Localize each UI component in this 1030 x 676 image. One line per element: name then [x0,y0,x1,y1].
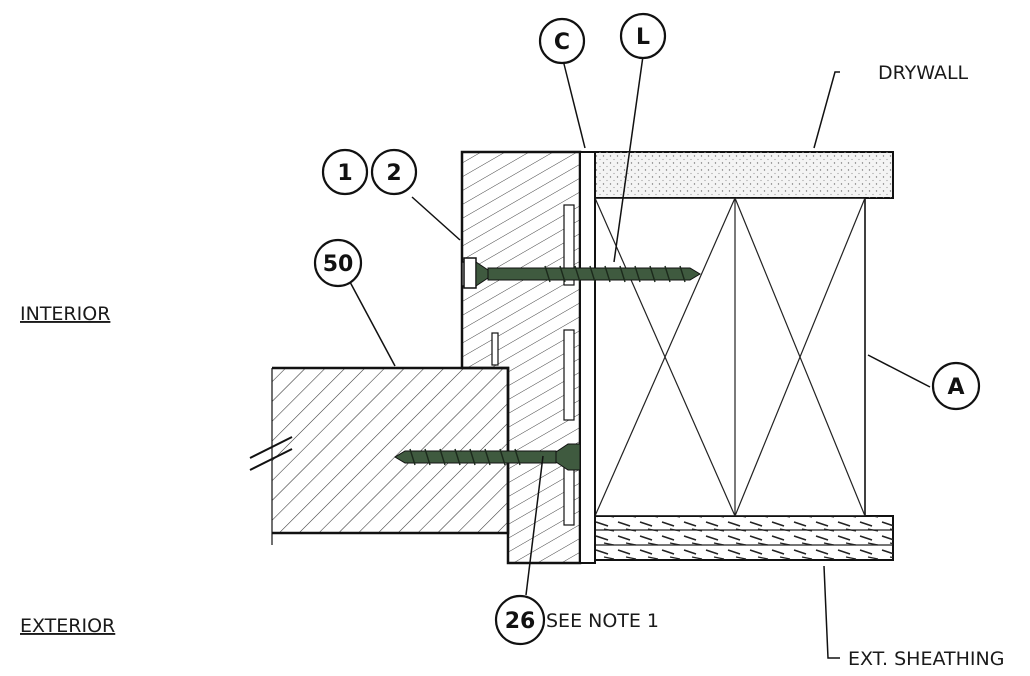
bubble-50: 50 [313,238,363,288]
see-note-callout: SEE NOTE 1 [546,610,659,632]
bubble-a: A [931,361,981,411]
ext-sheathing-callout: EXT. SHEATHING [848,648,1004,670]
bubble-1: 1 [321,148,369,196]
bubble-2-text: 2 [386,161,401,186]
bubble-26-text: 26 [505,609,536,634]
screw-26 [394,443,581,471]
leader-lines [349,55,931,659]
bubble-26: 26 [494,594,546,646]
wall-stud [594,197,866,517]
exterior-label: EXTERIOR [20,615,115,637]
bubble-a-text: A [947,375,964,400]
screw-l [463,257,701,289]
bubble-l-text: L [636,25,650,50]
exterior-sheathing-board [594,515,894,561]
bubble-1-text: 1 [337,161,352,186]
shim-strip [579,151,596,564]
interior-label: INTERIOR [20,303,110,325]
bubble-2: 2 [370,148,418,196]
bubble-c: C [538,17,586,65]
drywall-callout: DRYWALL [878,62,969,84]
bubble-50-text: 50 [323,252,354,277]
bubble-c-text: C [554,30,570,55]
bubble-l: L [619,12,667,60]
drywall-board [594,151,894,199]
